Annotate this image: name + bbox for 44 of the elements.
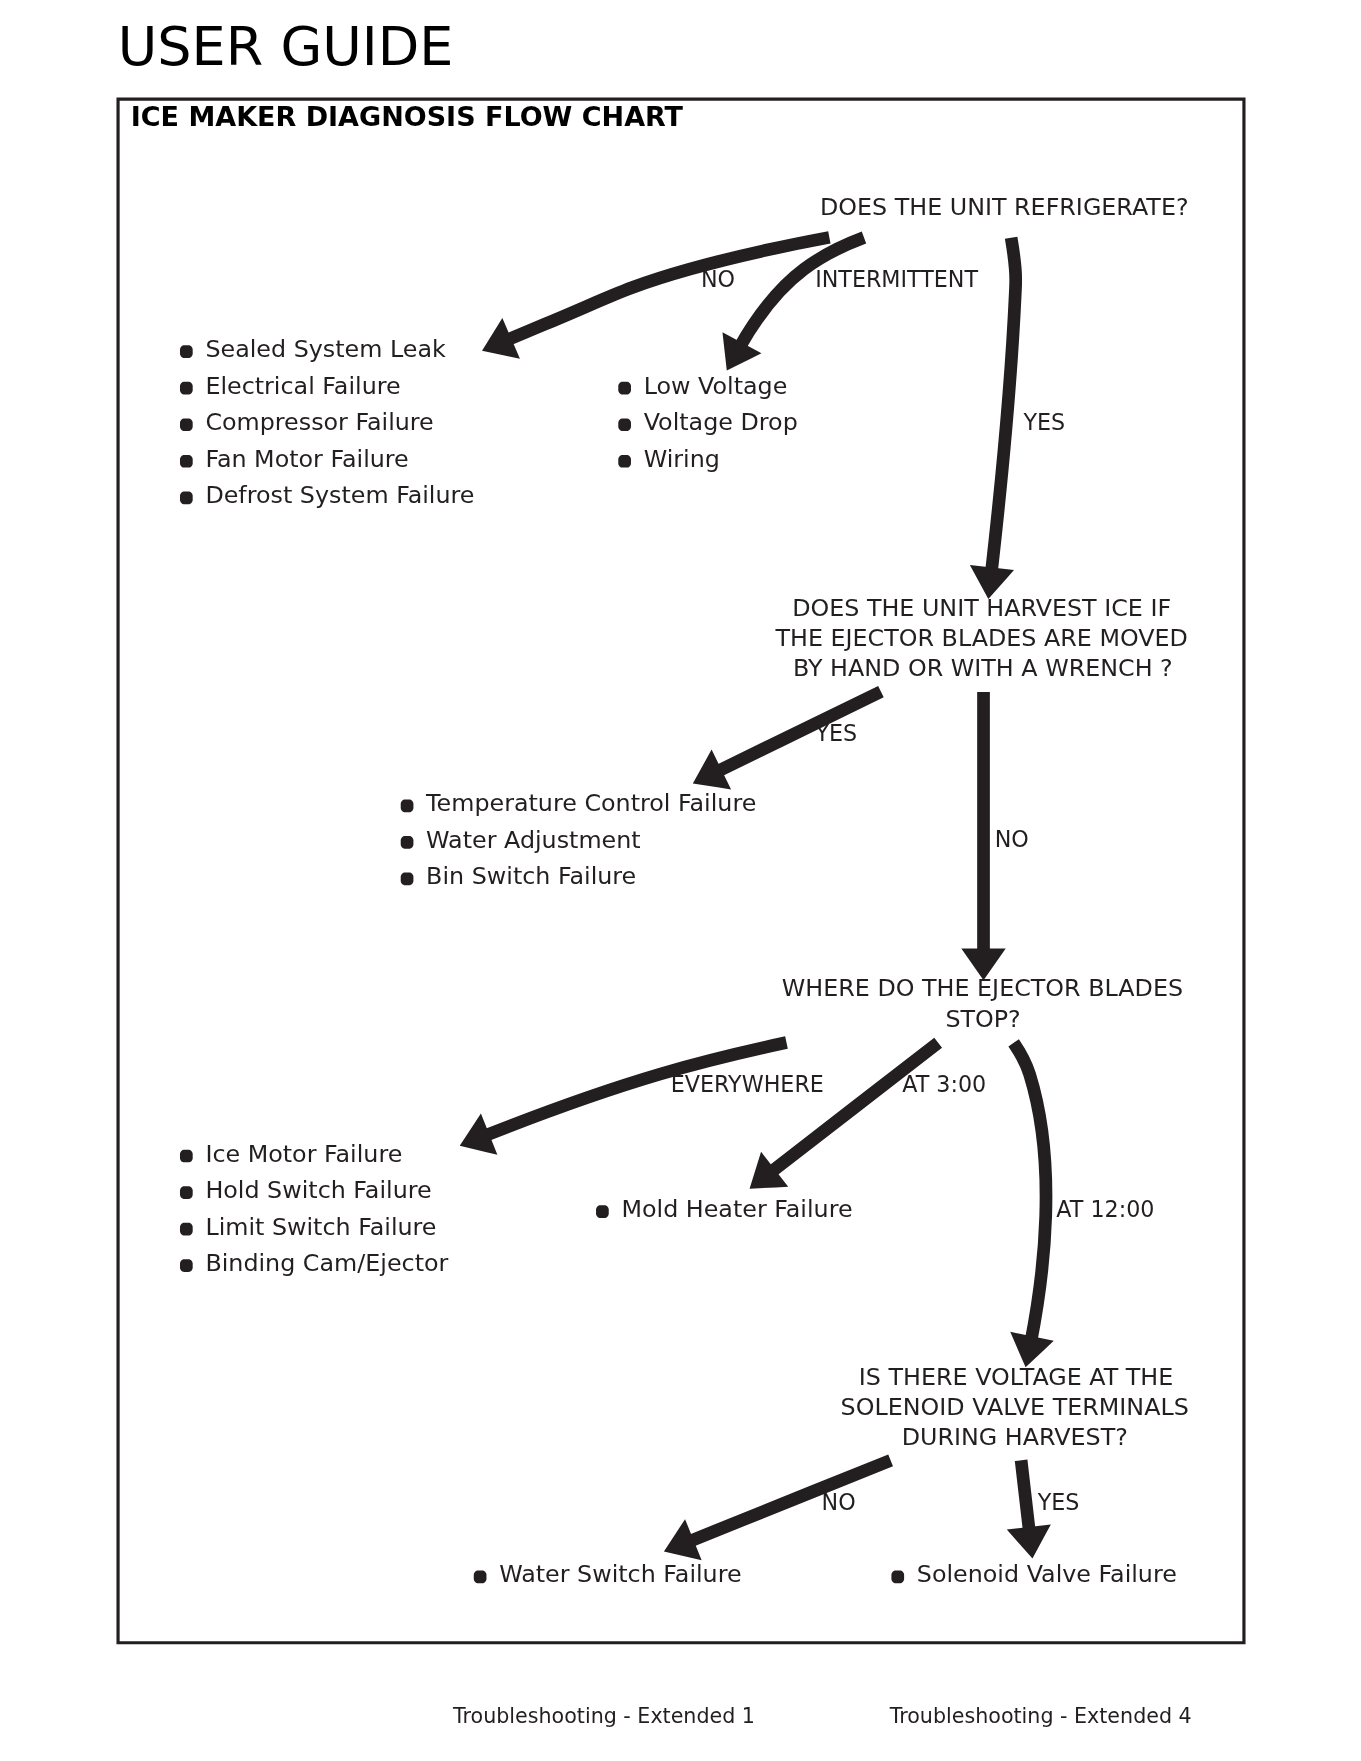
arrow: [663, 1454, 893, 1561]
node-label: Solenoid Valve Failure: [916, 1560, 1177, 1589]
node-text: IS THERE VOLTAGE AT THE SOLENOID VALVE TERMINALS DURING HARVEST?: [840, 1362, 1189, 1452]
arrow: [721, 231, 866, 371]
edge-label: YES: [1037, 1488, 1079, 1515]
node-label: Electrical Failure: [204, 371, 401, 400]
arrow: [960, 691, 1006, 981]
edge-label: AT 12:00: [1055, 1195, 1154, 1222]
edge-label: YES: [1022, 408, 1065, 435]
label: Troubleshooting - Extended 4: [889, 1703, 1192, 1728]
edge-label: NO: [821, 1488, 856, 1515]
node-label: Compressor Failure: [204, 408, 434, 437]
node-text: WHERE DO THE EJECTOR BLADES STOP?: [781, 974, 1183, 1033]
arrow: [459, 1036, 788, 1155]
edge-label: NO: [994, 826, 1029, 853]
arrow: [749, 1037, 942, 1189]
node-text: DOES THE UNIT REFRIGERATE?: [819, 193, 1189, 222]
node-label: Temperature Control Failure: [425, 789, 756, 818]
node-label: Hold Switch Failure: [204, 1176, 432, 1205]
arrow: [1006, 1459, 1051, 1559]
node-label: Sealed System Leak: [204, 335, 446, 364]
node-label: Wiring: [643, 444, 720, 473]
node-label: Limit Switch Failure: [204, 1212, 436, 1241]
edge-label: INTERMITTENT: [814, 265, 978, 292]
node-label: Mold Heater Failure: [620, 1195, 853, 1224]
arrow: [1007, 1039, 1054, 1368]
node-label: Low Voltage: [643, 371, 787, 400]
node-label: Water Adjustment: [425, 825, 641, 854]
label: Troubleshooting - Extended 1: [452, 1703, 755, 1728]
diagram-title: USER GUIDE: [117, 14, 453, 78]
node-label: Defrost System Failure: [204, 481, 474, 510]
node-label: Bin Switch Failure: [425, 862, 636, 891]
arrow: [481, 231, 831, 359]
node-label: Water Switch Failure: [498, 1560, 742, 1589]
node-label: Binding Cam/Ejector: [204, 1249, 448, 1278]
arrow: [969, 236, 1022, 600]
node-label: Fan Motor Failure: [204, 444, 409, 473]
node-label: Voltage Drop: [643, 408, 798, 437]
edge-label: EVERYWHERE: [670, 1071, 824, 1098]
edge-label: AT 3:00: [901, 1071, 986, 1098]
node-label: Ice Motor Failure: [204, 1139, 402, 1168]
node-text: DOES THE UNIT HARVEST ICE IF THE EJECTOR BLADES ARE MOVED BY HAND OR WITH A WRENCH ?: [774, 594, 1188, 683]
edge-label: NO: [700, 265, 735, 292]
arrow: [692, 685, 884, 790]
